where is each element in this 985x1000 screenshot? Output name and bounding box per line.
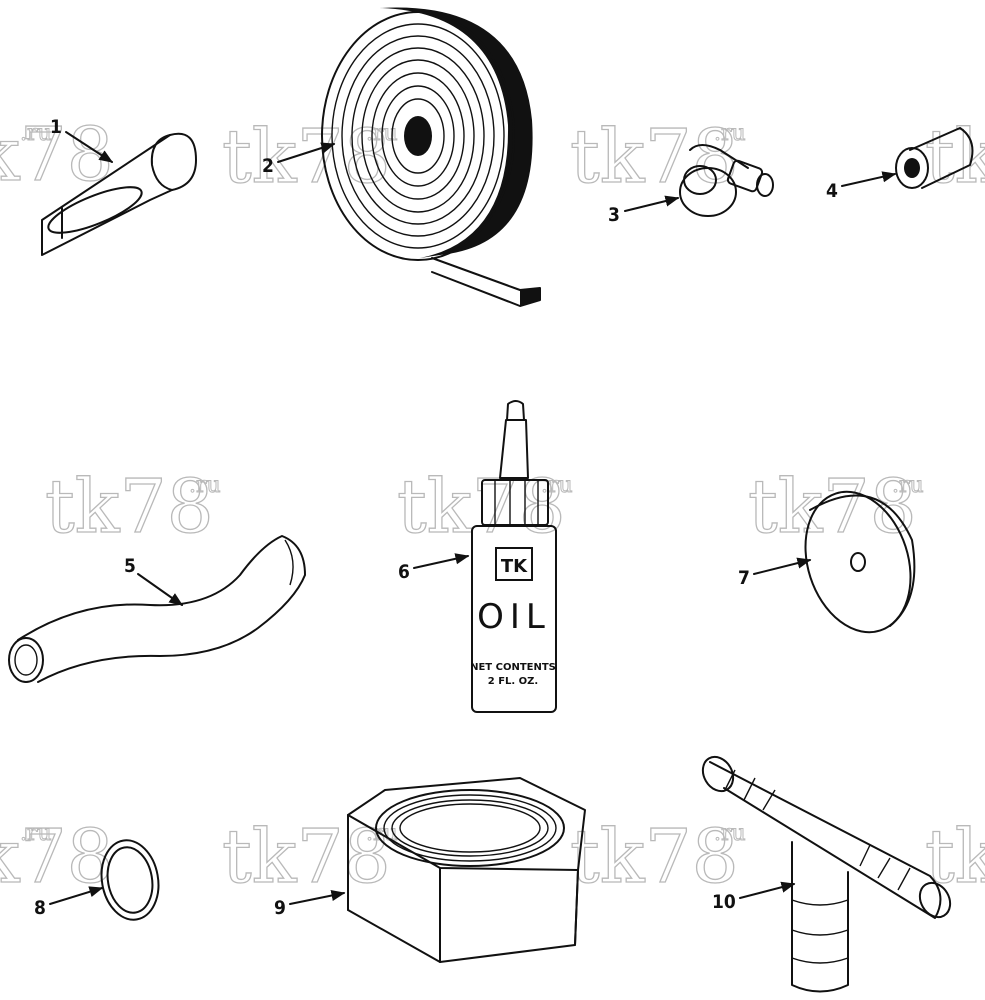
svg-text:10: 10 (712, 891, 736, 913)
callout-4: 4 (826, 171, 897, 202)
callout-1: 1 (50, 116, 114, 163)
part-9-hex-nut (347, 777, 586, 963)
svg-text:2: 2 (262, 155, 274, 177)
svg-text:tk78: tk78 (222, 814, 391, 900)
part-4-bushing (895, 127, 974, 189)
watermark: tk78 .ru (221, 113, 398, 200)
part-10-tee-fitting (701, 755, 952, 993)
watermark: tk78 (924, 813, 985, 900)
watermark: tk78 .ru (44, 463, 221, 550)
svg-text:.ru: .ru (714, 121, 746, 146)
svg-text:.ru: .ru (20, 821, 52, 846)
part-5-hose (8, 535, 306, 683)
watermark: tk78 .ru (569, 813, 746, 900)
svg-text:.ru: .ru (189, 473, 221, 498)
svg-text:.ru: .ru (20, 121, 52, 146)
svg-text:6: 6 (398, 561, 410, 583)
watermark: tk78 .ru (569, 113, 746, 200)
callout-8: 8 (34, 886, 104, 919)
svg-text:1: 1 (50, 116, 62, 138)
part-3-hose-clamp (679, 144, 774, 217)
svg-text:.ru: .ru (541, 473, 573, 498)
svg-text:tk78: tk78 (0, 814, 114, 900)
svg-text:9: 9 (274, 897, 286, 919)
svg-text:tk78: tk78 (925, 114, 985, 200)
watermark: tk78 .ru (221, 813, 398, 900)
part-2-tape-roll (321, 7, 541, 307)
part-8-o-ring (100, 839, 160, 921)
bottle-oil-label: OIL (477, 597, 551, 637)
callout-5: 5 (124, 555, 184, 606)
watermark: tk78 .ru (747, 463, 924, 550)
svg-text:tk78: tk78 (925, 814, 985, 900)
svg-text:4: 4 (826, 180, 838, 202)
watermark: tk78 (924, 113, 985, 200)
svg-text:tk78: tk78 (45, 464, 214, 550)
callout-7: 7 (738, 557, 812, 589)
bottle-brand-label: TK (501, 556, 528, 577)
part-7-washer (804, 490, 916, 634)
callout-3: 3 (608, 195, 680, 226)
watermark: tk78 .ru (396, 463, 573, 550)
svg-text:tk78: tk78 (570, 814, 739, 900)
bottle-volume: 2 FL. OZ. (488, 676, 538, 687)
watermark: tk78 .ru (0, 111, 114, 198)
callout-9: 9 (274, 890, 346, 919)
part-1-sleeve (41, 132, 197, 256)
svg-text:8: 8 (34, 897, 46, 919)
svg-text:3: 3 (608, 204, 620, 226)
callout-10: 10 (712, 881, 796, 913)
callout-2: 2 (262, 142, 336, 177)
callout-6: 6 (398, 553, 470, 583)
callouts: 1 2 3 4 5 6 7 8 (34, 116, 897, 919)
svg-text:7: 7 (738, 567, 750, 589)
svg-text:5: 5 (124, 555, 136, 577)
svg-text:.ru: .ru (714, 821, 746, 846)
part-6-oil-bottle: TK OIL NET CONTENTS 2 FL. OZ. (470, 400, 557, 713)
bottle-net-contents: NET CONTENTS (470, 662, 556, 673)
svg-text:.ru: .ru (892, 473, 924, 498)
watermark: tk78 .ru (0, 813, 114, 900)
watermarks: tk78 .ru tk78 .ru tk78 .ru tk78 tk78 .ru… (0, 111, 985, 900)
svg-text:tk78: tk78 (570, 114, 739, 200)
